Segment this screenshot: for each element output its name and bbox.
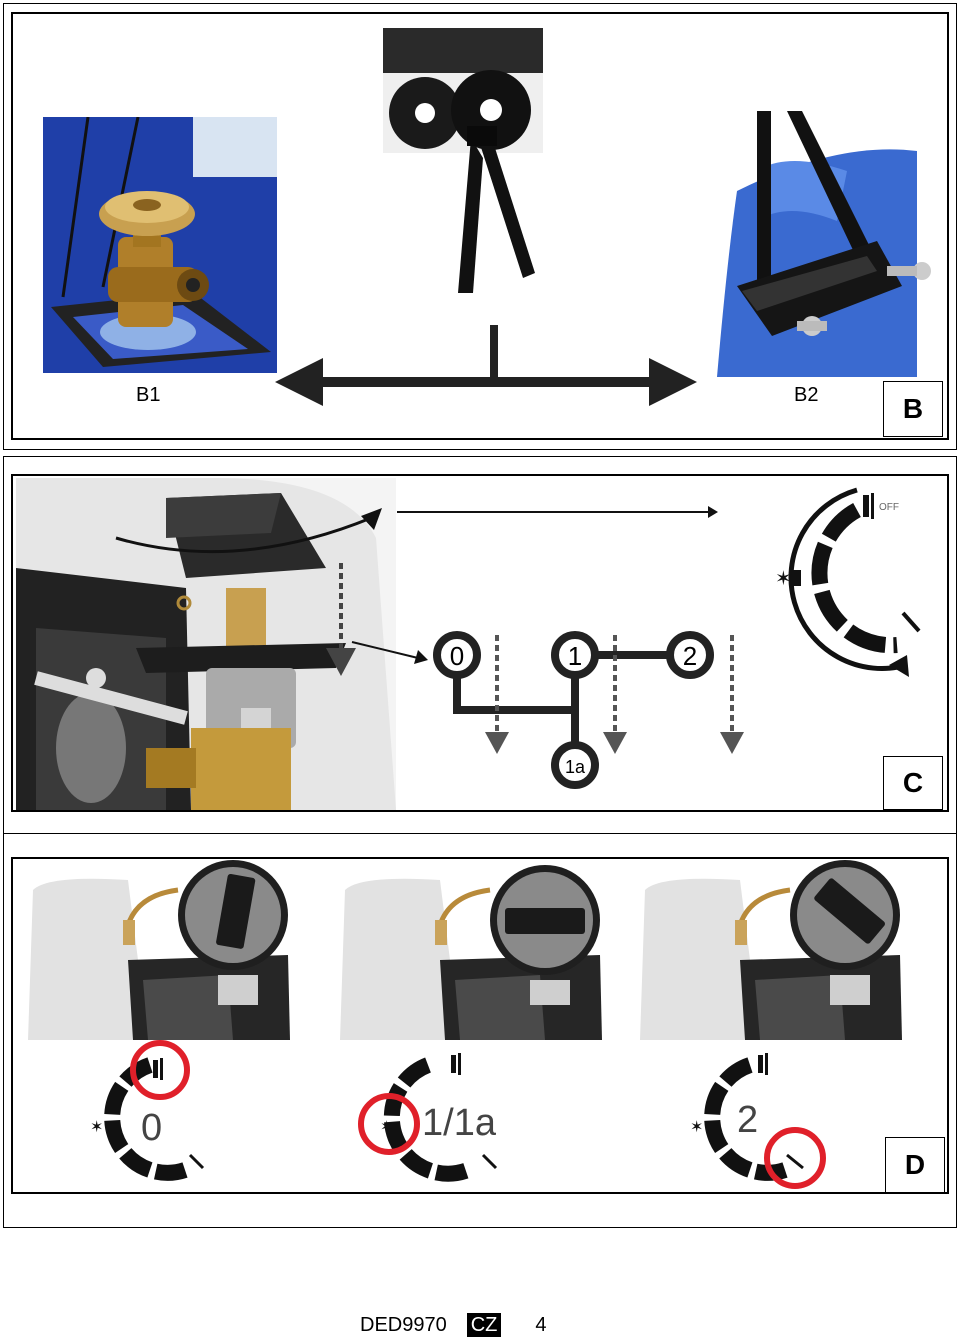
panel-d-outer bbox=[3, 833, 957, 1228]
clamp-photo bbox=[383, 28, 543, 293]
model-number: DED9970 bbox=[360, 1313, 447, 1336]
panel-b-outer bbox=[3, 3, 957, 450]
panel-d-frame bbox=[11, 857, 949, 1194]
svg-text:✶: ✶ bbox=[380, 1119, 393, 1136]
state-0-label: 0 bbox=[141, 1107, 162, 1149]
language-badge: CZ bbox=[466, 1313, 502, 1337]
panel-c-frame bbox=[11, 474, 949, 812]
bracket-photo-b2 bbox=[717, 111, 947, 377]
dial-state-1: ✶ 1/1a bbox=[358, 1053, 498, 1182]
position-0-label: 0 bbox=[450, 641, 464, 671]
page-number: 4 bbox=[535, 1313, 547, 1336]
dial-state-0: ✶ 0 bbox=[90, 1040, 205, 1181]
panel-tag-c: C bbox=[883, 756, 943, 810]
panel-tag-b: B bbox=[883, 381, 943, 437]
position-1a-label: 1a bbox=[565, 757, 586, 777]
svg-text:OFF: OFF bbox=[879, 502, 899, 513]
position-0-marker bbox=[433, 631, 481, 679]
highlight-circle-off bbox=[130, 1040, 190, 1100]
position-2-label: 2 bbox=[683, 641, 697, 671]
position-1-label: 1 bbox=[568, 641, 582, 671]
svg-text:✶: ✶ bbox=[775, 568, 792, 590]
knob-photo-state-1 bbox=[340, 860, 605, 1040]
dial-symbol: OFF ✶ bbox=[775, 487, 921, 677]
label-b1: B1 bbox=[136, 384, 161, 406]
knob-photo-state-0 bbox=[28, 860, 293, 1040]
valve-photo-b1 bbox=[43, 117, 277, 373]
double-arrow bbox=[275, 325, 697, 406]
state-1-label: 1/1a bbox=[422, 1102, 497, 1144]
position-1a-marker bbox=[551, 741, 599, 789]
dial-state-2: ✶ 2 bbox=[690, 1053, 826, 1189]
knob-photo-state-2 bbox=[640, 860, 905, 1040]
page-footer: DED9970 CZ 4 bbox=[360, 1310, 547, 1340]
highlight-circle-max bbox=[764, 1127, 826, 1189]
control-knob-photo bbox=[16, 478, 396, 810]
label-b2: B2 bbox=[794, 384, 819, 406]
highlight-circle-ignition bbox=[358, 1093, 420, 1155]
panel-b-frame bbox=[11, 12, 949, 440]
panel-tag-d: D bbox=[885, 1137, 945, 1193]
position-1-marker bbox=[551, 631, 599, 679]
svg-text:✶: ✶ bbox=[690, 1119, 703, 1136]
position-diagram: 0 1 2 1a bbox=[351, 506, 744, 789]
state-2-label: 2 bbox=[737, 1099, 758, 1141]
svg-text:✶: ✶ bbox=[90, 1119, 103, 1136]
position-2-marker bbox=[666, 631, 714, 679]
